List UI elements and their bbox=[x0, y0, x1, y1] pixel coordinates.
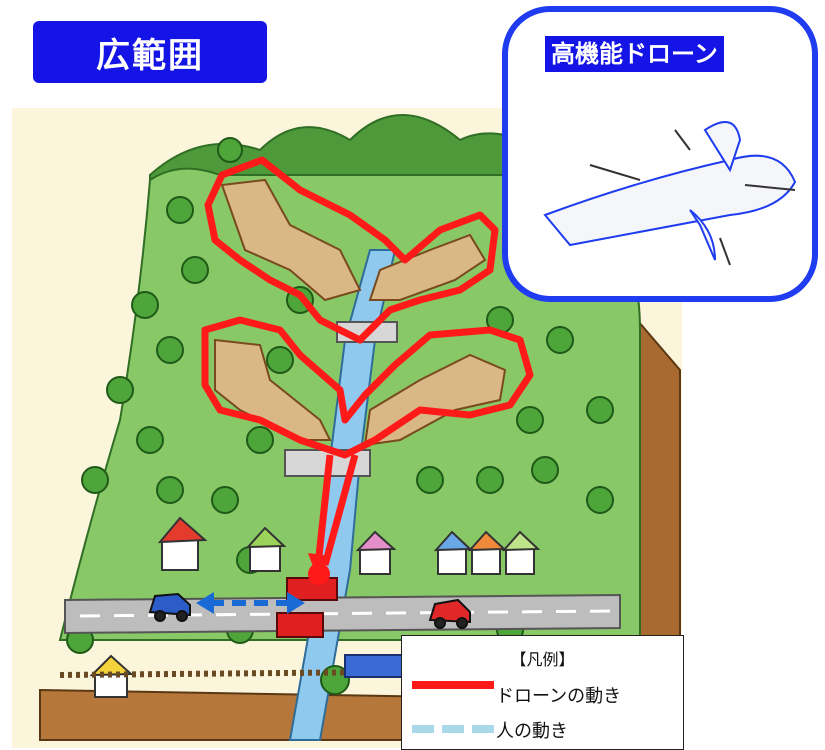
drone-flight-path bbox=[201, 156, 534, 566]
landslide-areas bbox=[214, 178, 507, 447]
person-movement-arrow bbox=[196, 592, 305, 614]
legend-drone-line bbox=[412, 681, 494, 689]
legend-drone-label: ドローンの動き bbox=[496, 686, 622, 707]
bridge bbox=[276, 577, 338, 638]
houses bbox=[89, 516, 541, 698]
page-title-badge: 広範囲 bbox=[33, 21, 267, 83]
fixed-wing-drone-illustration bbox=[543, 121, 797, 266]
drone-launch-point bbox=[308, 563, 330, 585]
legend-person-label: 人の動き bbox=[496, 721, 568, 742]
drone-card-label: 高機能ドローン bbox=[545, 36, 724, 72]
cars bbox=[148, 592, 471, 629]
legend-title: 【凡例】 bbox=[510, 650, 575, 669]
legend-person-line bbox=[412, 725, 494, 733]
road bbox=[64, 593, 621, 635]
page-title: 広範囲 bbox=[96, 35, 204, 76]
legend-box: 【凡例】 ドローンの動き 人の動き bbox=[401, 635, 684, 750]
